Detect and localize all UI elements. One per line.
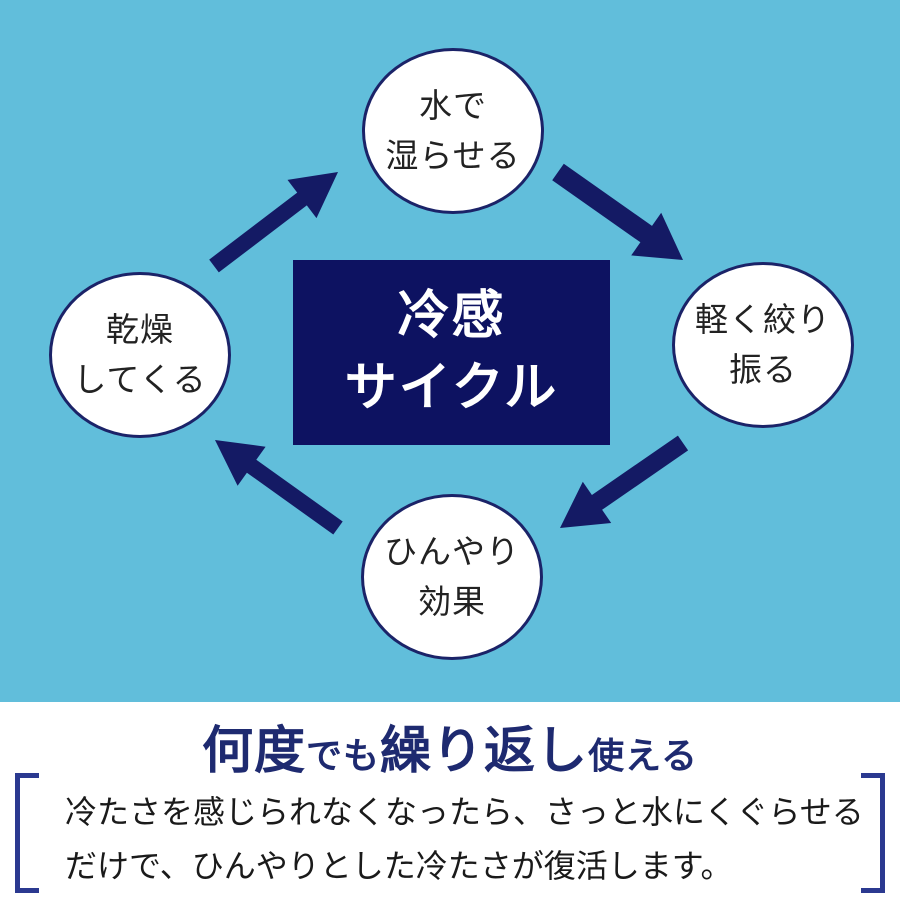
- cycle-title-line: 冷感: [397, 285, 506, 346]
- cycle-step-label: してくる: [73, 360, 207, 399]
- cycle-step-cooling-effect: ひんやり 効果: [361, 494, 543, 660]
- note-text: 冷たさを感じられなくなったら、さっと水にくぐらせる だけで、ひんやりとした冷たさ…: [65, 786, 864, 894]
- footer: 何度 でも 繰り返し 使える 冷たさを感じられなくなったら、さっと水にくぐらせる…: [0, 702, 900, 900]
- footer-note: 冷たさを感じられなくなったら、さっと水にくぐらせる だけで、ひんやりとした冷たさ…: [15, 773, 885, 893]
- cycle-step-label: 軽く絞り: [695, 299, 831, 339]
- note-line-2: だけで、ひんやりとした冷たさが復活します。: [65, 846, 733, 885]
- cycle-step-dries-out: 乾燥 してくる: [49, 272, 231, 438]
- arrow-up-left-icon: [215, 440, 343, 535]
- note-line-1: 冷たさを感じられなくなったら、さっと水にくぐらせる: [65, 793, 864, 831]
- cycle-title-box: 冷感 サイクル: [293, 260, 610, 445]
- cycle-title-line: サイクル: [344, 357, 559, 418]
- cycle-step-label: 効果: [418, 582, 486, 621]
- arrow-down-right-icon: [552, 163, 683, 260]
- left-bracket: [15, 773, 39, 893]
- heading-segment-emphasis: 繰り返し: [380, 722, 589, 781]
- cooling-cycle-diagram: 水で 湿らせる 軽く絞り 振る ひんやり 効果 乾燥 してくる 冷感 サイクル: [0, 0, 900, 702]
- cycle-step-label: 湿らせる: [385, 136, 521, 175]
- cycle-arrows: [209, 163, 689, 535]
- cycle-step-squeeze-and-shake: 軽く絞り 振る: [672, 262, 854, 428]
- right-bracket: [861, 773, 885, 893]
- cycle-step-wet-with-water: 水で 湿らせる: [362, 48, 544, 214]
- cycle-step-label: 振る: [729, 350, 797, 389]
- arrow-up-right-icon: [209, 172, 338, 273]
- footer-heading: 何度 でも 繰り返し 使える: [0, 709, 900, 783]
- heading-segment: でも: [306, 736, 381, 777]
- cycle-step-label: 水で: [419, 85, 487, 125]
- arrow-down-left-icon: [560, 435, 689, 528]
- heading-segment-emphasis: 何度: [202, 722, 307, 781]
- heading-segment: 使える: [588, 736, 698, 777]
- cycle-step-label: 乾燥: [106, 309, 174, 349]
- cycle-step-label: ひんやり: [384, 531, 520, 571]
